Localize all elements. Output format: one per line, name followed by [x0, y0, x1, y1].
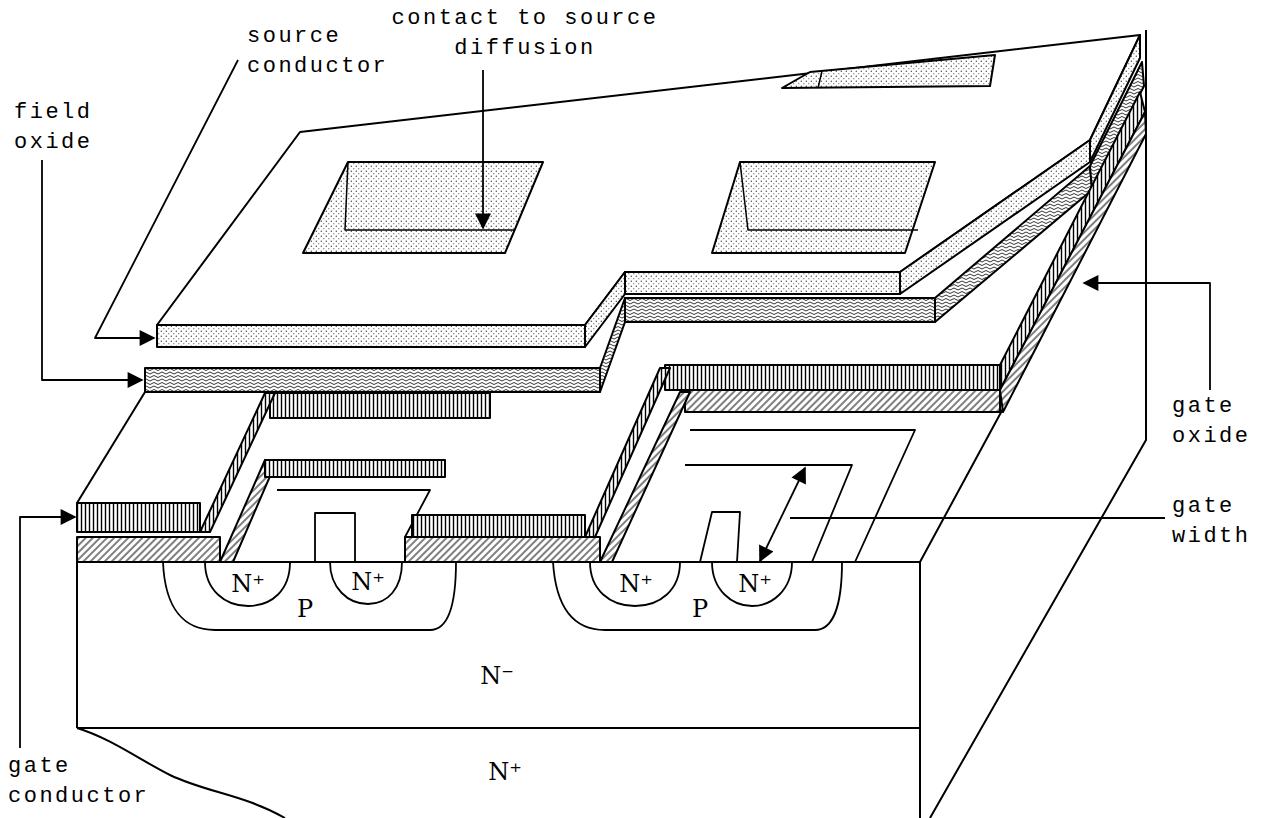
- gate-oxide-face: [685, 390, 1000, 412]
- n-plus-source: [205, 562, 290, 606]
- gate-conductor-face: [270, 393, 490, 418]
- field-oxide-face: [625, 298, 935, 322]
- p-well: [163, 562, 456, 630]
- region-label: N⁺: [619, 571, 653, 597]
- contact-window: [712, 162, 935, 253]
- leader-line: [20, 517, 75, 748]
- gate-conductor-face: [77, 503, 200, 532]
- gate-oxide-face: [1000, 112, 1146, 412]
- gate-conductor-face: [412, 515, 585, 537]
- leader-line: [482, 70, 484, 228]
- contact-window-wall: [740, 162, 918, 230]
- field-oxide-face: [145, 368, 600, 392]
- source-conductor-face: [157, 325, 585, 347]
- n-plus-source: [590, 562, 680, 606]
- gate-contact-pad: [782, 55, 995, 88]
- region-label: N⁺: [231, 571, 265, 597]
- callout-label: gate width: [1172, 492, 1264, 552]
- dimension-arrow: [760, 468, 805, 561]
- callout-label: gate oxide: [1172, 392, 1264, 452]
- callout-label: field oxide: [14, 98, 109, 158]
- leader-line: [1084, 283, 1210, 390]
- leader-line: [42, 160, 142, 380]
- gate-conductor-face: [1000, 92, 1145, 390]
- region-label: N⁻: [480, 663, 514, 689]
- gate-oxide-face: [600, 392, 690, 562]
- region-label: N⁺: [351, 569, 385, 595]
- n-plus-source: [712, 562, 792, 606]
- callout-label: contact to source diffusion: [380, 4, 670, 64]
- gate-oxide-face: [405, 537, 600, 562]
- contact-window: [303, 162, 543, 253]
- callout-label: source conductor: [247, 22, 397, 82]
- callout-label: gate conductor: [8, 752, 168, 812]
- substrate-outline: [77, 562, 920, 818]
- n-plus-source: [330, 562, 402, 604]
- gate-oxide-face: [77, 537, 220, 562]
- gate-contact-pad-edge: [818, 71, 822, 88]
- gate-conductor-face: [665, 365, 1000, 390]
- region-label: N⁺: [738, 571, 772, 597]
- region-label: P: [692, 596, 708, 622]
- field-oxide-face: [600, 298, 625, 392]
- contact-window-wall: [345, 162, 515, 230]
- leader-line: [790, 517, 1165, 519]
- region-label: P: [297, 596, 313, 622]
- source-conductor-face: [625, 272, 900, 294]
- source-diffusion-edge: [685, 430, 915, 562]
- p-well: [553, 562, 842, 630]
- top-plane-edge: [77, 392, 145, 503]
- gate-conductor-face: [265, 460, 445, 477]
- epi-substrate-boundary: [77, 727, 920, 729]
- region-label: N⁺: [488, 759, 522, 785]
- leader-line: [95, 60, 238, 338]
